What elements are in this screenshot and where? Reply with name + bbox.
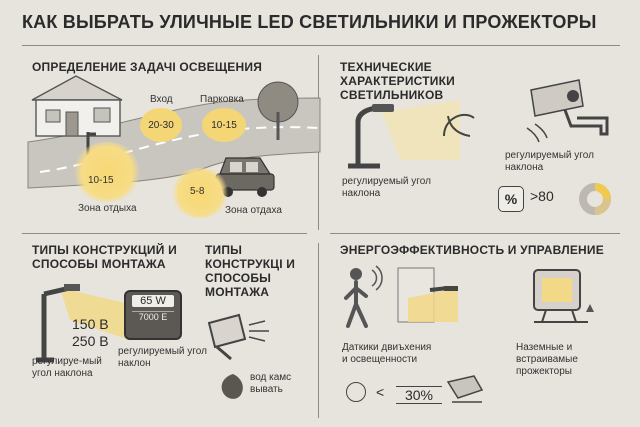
section-mounting-heading: ТИПЫ КОНСТРУКЦИЙ И СПОСОБЫ МОНТАЖА — [32, 243, 177, 271]
tilt-arc-icon — [443, 113, 475, 137]
voltage-value-2: 250 В — [72, 333, 109, 349]
sensors-label: Даткики двиъхения и освещенности — [342, 342, 432, 365]
section-specs-heading: ТЕХНИЧЕСКИЕ ХАРАКТЕРИСТИКИ СВЕТИЛЬНИКОВ — [340, 60, 455, 102]
rest-zone-right-value: 5-8 — [190, 186, 205, 197]
divider — [22, 45, 620, 46]
ground-floodlights-label: Наземные и встраивамые прожекторы — [516, 342, 578, 377]
rest-zone-left-label: Зона отдыха — [78, 203, 137, 214]
percent-tag-icon: % — [498, 186, 524, 212]
power-rating: 65 W — [132, 295, 174, 307]
mount-angle-label-right: регулируемый угол наклон — [118, 346, 207, 369]
wall-floodlight-icon — [526, 79, 609, 143]
parking-label: Парковка — [200, 94, 244, 105]
wall-light-icon — [397, 267, 458, 323]
cri-ring-chart-icon — [579, 183, 611, 215]
spec-angle-label-left: регулируемый угол наклона — [342, 176, 431, 199]
section-energy-heading: ЭНЕРГОЭФФЕКТИВНОСТЬ И УПРАВЛЕНИЕ — [340, 243, 604, 257]
mount-caption: вод камс вывать — [250, 372, 292, 395]
parking-lux-value: 10-15 — [211, 119, 237, 131]
energy-saving-value: 30% — [396, 386, 442, 404]
section-mounting-heading-2: ТИПЫ КОНСТРУКЦI И СПОСОБЫ МОНТАЖА — [205, 243, 296, 299]
floodlight-spec-panel: 65 W 7000 E — [124, 290, 182, 340]
dimmer-lamp-icon — [446, 375, 484, 403]
voltage-value-1: 150 В — [72, 316, 109, 332]
mount-angle-label-left: регулируе-мый угол наклона — [32, 356, 102, 379]
parking-lux-badge: 10-15 — [202, 108, 246, 142]
less-than-sign: < — [376, 384, 385, 400]
divider — [22, 233, 307, 234]
angled-floodlight-icon — [207, 313, 269, 361]
lamp-glow — [170, 168, 230, 218]
entrance-label: Вход — [150, 94, 173, 105]
walking-person-icon — [344, 265, 383, 328]
spec-angle-label-right: регулируемый угол наклона — [505, 150, 594, 173]
color-temperature: 7000 E — [132, 311, 174, 322]
section-task-heading: ОПРЕДЕЛЕНИЕ ЗАДАЧI ОСВЕЩЕНИЯ — [32, 60, 263, 74]
cri-value: >80 — [530, 188, 554, 204]
pole-light-icon — [36, 284, 130, 363]
entrance-lux-value: 20-30 — [148, 119, 174, 131]
ground-floodlight-icon — [533, 269, 594, 323]
percent-symbol: % — [504, 191, 518, 207]
leaf-icon — [221, 374, 243, 399]
divider — [318, 243, 319, 418]
divider — [330, 233, 620, 234]
rest-zone-left-value: 10-15 — [88, 175, 114, 186]
entrance-lux-badge: 20-30 — [140, 108, 182, 142]
lamp-glow — [72, 142, 142, 202]
adjustable-street-lamp-icon — [348, 100, 460, 169]
sensor-icon — [346, 382, 366, 402]
page-title: КАК ВЫБРАТЬ УЛИЧНЫЕ LED СВЕТИЛЬНИКИ И ПР… — [22, 12, 597, 32]
house-scene-illustration — [27, 75, 321, 197]
rest-zone-right-label: Зона отдаха — [225, 205, 282, 216]
